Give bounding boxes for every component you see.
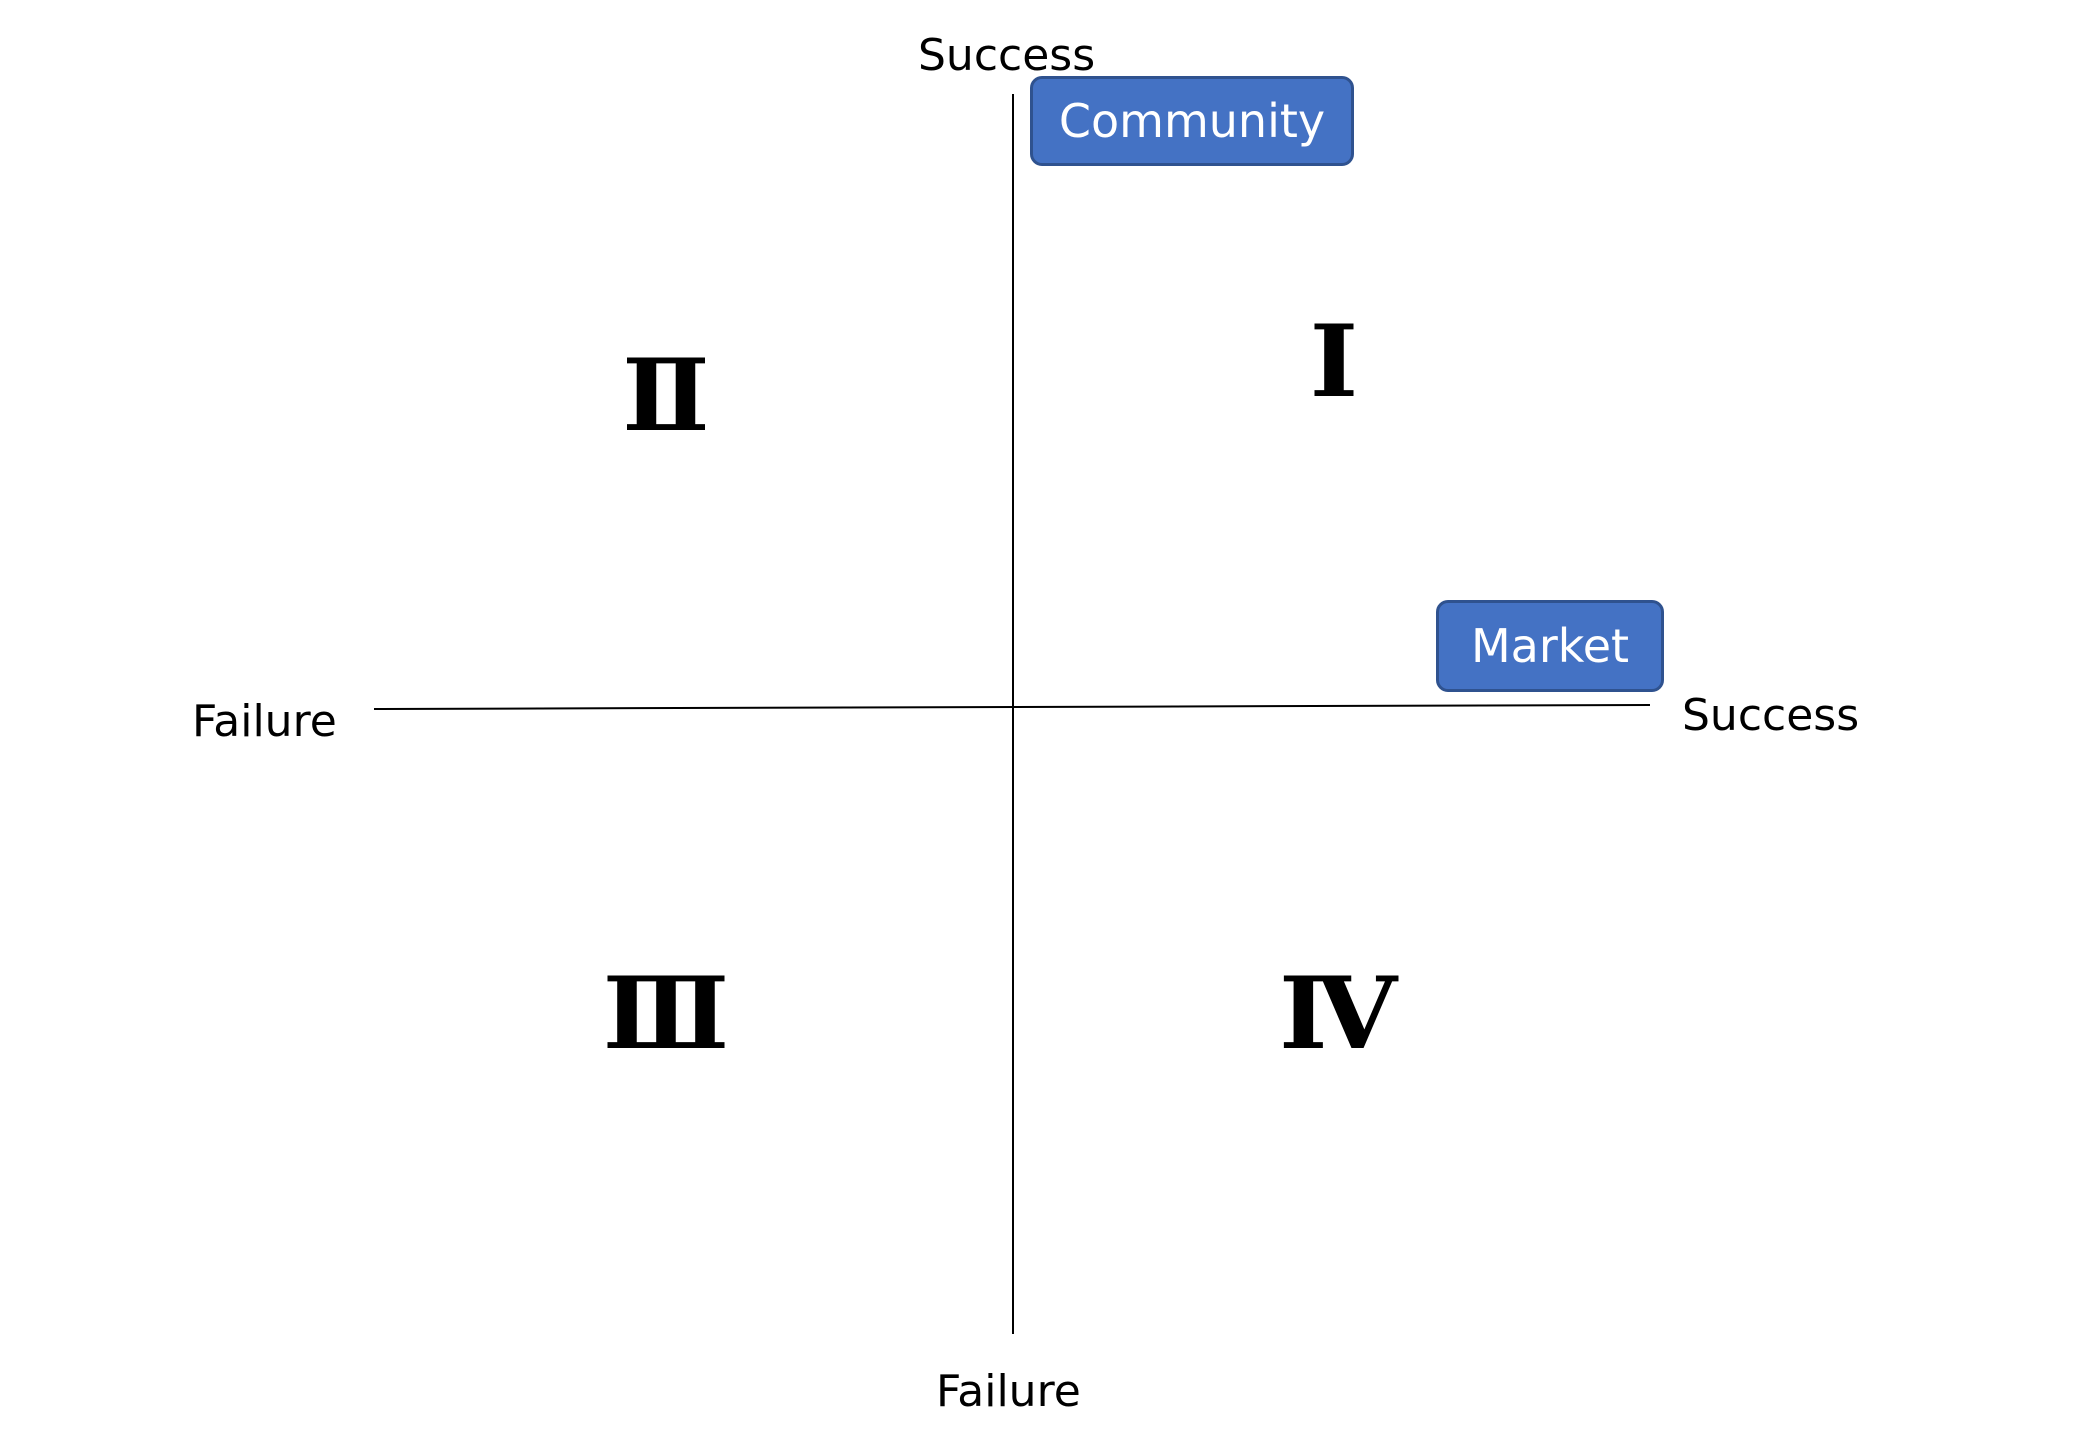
- quadrant-2-label: Ⅱ: [622, 337, 710, 454]
- vertical-axis: [1012, 94, 1014, 1334]
- market-tag: Market: [1436, 600, 1664, 692]
- quadrant-4-label: Ⅳ: [1278, 955, 1398, 1072]
- vertical-axis-top-label: Success: [918, 30, 1096, 81]
- community-tag-label: Community: [1058, 94, 1326, 148]
- quadrant-3-label: Ⅲ: [602, 955, 730, 1072]
- horizontal-axis-left-label: Failure: [192, 696, 337, 747]
- vertical-axis-bottom-label: Failure: [936, 1366, 1081, 1417]
- market-tag-label: Market: [1470, 619, 1630, 673]
- community-tag: Community: [1030, 76, 1354, 166]
- horizontal-axis-right-label: Success: [1682, 690, 1860, 741]
- quadrant-1-label: Ⅰ: [1309, 303, 1359, 420]
